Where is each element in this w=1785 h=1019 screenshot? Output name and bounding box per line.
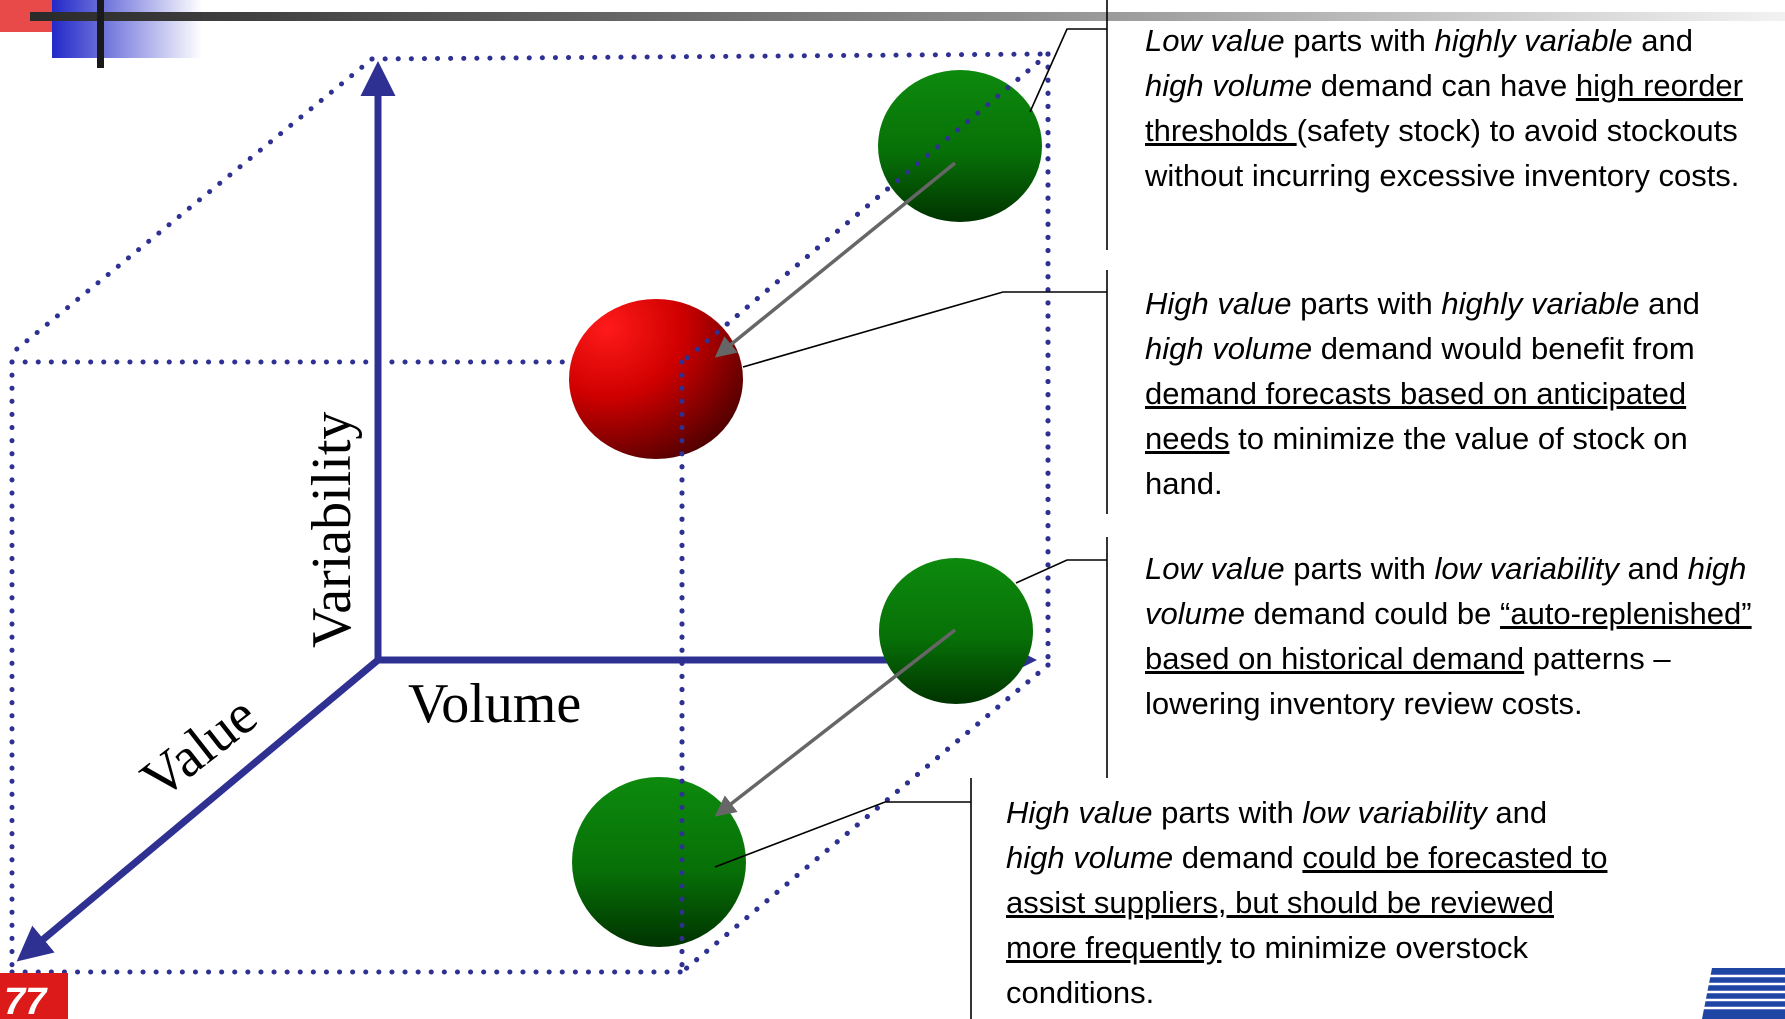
callout-4-text-b: and — [1486, 795, 1548, 830]
callout-4-term-variability: low variability — [1302, 795, 1487, 830]
value-axis — [16, 657, 381, 962]
bottom-left-logo: 77 — [0, 973, 68, 1019]
callout-high-value-high-variability: High value parts with highly variable an… — [1145, 281, 1765, 506]
axes — [16, 61, 1037, 962]
callout-3-text-c: demand could be — [1244, 596, 1501, 631]
callout-2-text-a: parts with — [1291, 286, 1442, 321]
callout-low-value-high-variability: Low value parts with highly variable and… — [1145, 18, 1745, 198]
callout-3-text-d: patterns – lowering inventory review cos… — [1145, 641, 1671, 721]
callout-4-text-d: to minimize overstock conditions. — [1006, 930, 1529, 1010]
callout-1-text-d: (safety stock) to avoid stockouts withou… — [1145, 113, 1740, 193]
callout-2-text-c: demand would benefit from — [1312, 331, 1695, 366]
callout-4-recommendation: could be forecasted to assist suppliers,… — [1006, 840, 1608, 965]
callout-1-term-value: Low value — [1145, 23, 1285, 58]
callout-4-term-volume: high volume — [1006, 840, 1174, 875]
callout-3-term-value: Low value — [1145, 551, 1285, 586]
sphere-low-value-high-variability — [878, 70, 1042, 222]
callout-2-text-d: to minimize the value of stock on hand. — [1145, 421, 1688, 501]
sphere-low-value-low-variability — [879, 558, 1033, 704]
callout-2-recommendation: demand forecasts based on anticipated ne… — [1145, 376, 1687, 456]
sphere-high-value-low-variability — [572, 777, 746, 947]
callout-3-text-b: and — [1618, 551, 1688, 586]
leader-lines — [714, 0, 1108, 1019]
arrow-lower — [714, 628, 957, 817]
callout-high-value-low-variability: High value parts with low variability an… — [1006, 790, 1611, 1015]
callout-1-recommendation: high reorder thresholds — [1145, 68, 1743, 148]
value-axis-label: Value — [130, 684, 269, 811]
callout-2-term-variability: highly variable — [1441, 286, 1640, 321]
callout-1-text-c: demand can have — [1312, 68, 1576, 103]
callout-2-term-volume: high volume — [1145, 331, 1313, 366]
arrow-upper — [714, 161, 957, 358]
callout-1-term-variability: highly variable — [1434, 23, 1633, 58]
svg-text:77: 77 — [4, 981, 48, 1019]
callout-3-term-variability: low variability — [1434, 551, 1619, 586]
cube-frame-front — [679, 51, 1051, 975]
callout-1-text-b: and — [1632, 23, 1693, 58]
callout-1-text-a: parts with — [1284, 23, 1435, 58]
bottom-right-logo — [1698, 968, 1785, 1019]
callout-1-term-volume: high volume — [1145, 68, 1313, 103]
callout-3-recommendation: “auto-replenished” based on historical d… — [1145, 596, 1752, 676]
migration-arrows — [714, 161, 957, 817]
callout-3-term-volume: high volume — [1145, 551, 1747, 631]
callout-3-text-a: parts with — [1284, 551, 1435, 586]
callout-low-value-low-variability: Low value parts with low variability and… — [1145, 546, 1770, 726]
callout-4-text-c: demand — [1173, 840, 1303, 875]
spheres — [569, 70, 1042, 947]
header-decoration — [0, 0, 1785, 68]
callout-2-text-b: and — [1639, 286, 1700, 321]
sphere-high-value-high-variability — [569, 299, 743, 459]
volume-axis-label: Volume — [408, 673, 581, 735]
callout-4-text-a: parts with — [1152, 795, 1303, 830]
callout-4-term-value: High value — [1006, 795, 1153, 830]
variability-axis-label: Variability — [301, 412, 363, 648]
callout-2-term-value: High value — [1145, 286, 1292, 321]
